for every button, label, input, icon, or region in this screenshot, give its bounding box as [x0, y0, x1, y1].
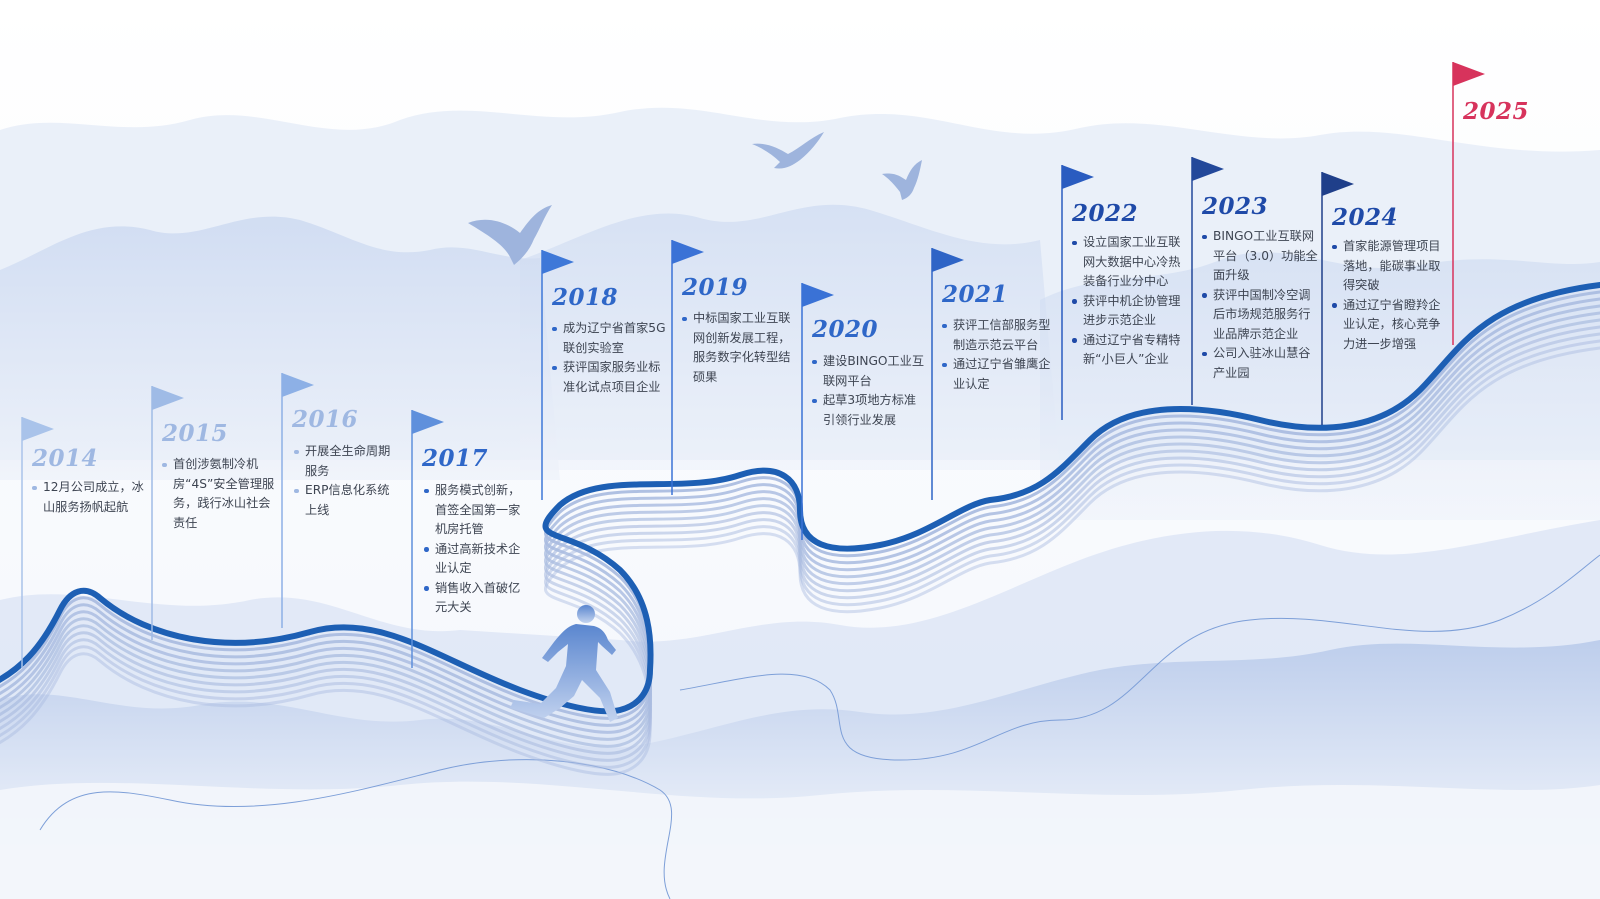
bird-icon — [468, 205, 552, 265]
milestone-events: 设立国家工业互联网大数据中心冷热装备行业分中心获评中机企协管理进步示范企业通过辽… — [1072, 233, 1190, 370]
event-item: 获评国家服务业标准化试点项目企业 — [552, 358, 668, 397]
milestone-poles — [21, 62, 1485, 668]
milestone-year: 2021 — [942, 281, 1009, 308]
event-item: 中标国家工业互联网创新发展工程，服务数字化转型结硕果 — [682, 309, 798, 387]
event-item: 获评工信部服务型制造示范云平台 — [942, 316, 1060, 355]
milestone-events: BINGO工业互联网平台（3.0）功能全面升级获评中国制冷空调后市场规范服务行业… — [1202, 227, 1320, 383]
milestone-year: 2020 — [812, 316, 879, 343]
milestone-year: 2023 — [1202, 193, 1269, 220]
road-stripe — [0, 304, 1600, 734]
contour-line — [39, 759, 672, 899]
milestone-year: 2014 — [32, 445, 99, 472]
mid-mountains-center — [520, 204, 1060, 470]
road-stripe — [0, 325, 1600, 755]
flag-icon — [1192, 157, 1224, 181]
event-item: 首创涉氨制冷机房“4S”安全管理服务，践行冰山社会责任 — [162, 455, 278, 533]
flag-icon — [802, 283, 834, 307]
event-item: 通过辽宁省瞪羚企业认定，核心竞争力进一步增强 — [1332, 296, 1448, 355]
mid-mountains-left — [0, 216, 560, 480]
milestone-year: 2015 — [162, 420, 229, 447]
mid-mountains-right — [1040, 252, 1600, 521]
flag-icon — [152, 386, 184, 410]
event-item: 设立国家工业互联网大数据中心冷热装备行业分中心 — [1072, 233, 1190, 292]
milestone-year: 2024 — [1332, 204, 1399, 231]
road-top-edge — [0, 282, 1600, 715]
flag-icon — [542, 250, 574, 274]
road-stripe — [0, 332, 1600, 762]
runner-icon — [510, 605, 618, 722]
road-stripe — [0, 290, 1600, 720]
contour-line — [679, 554, 1600, 761]
bird-icon — [882, 160, 922, 200]
ribbon-road — [0, 282, 1600, 776]
event-item: 成为辽宁省首家5G联创实验室 — [552, 319, 668, 358]
event-item: ERP信息化系统上线 — [294, 481, 398, 520]
event-item: 开展全生命周期服务 — [294, 442, 398, 481]
flag-icon — [22, 417, 54, 441]
event-item: 通过高新技术企业认定 — [424, 540, 526, 579]
milestone-year: 2016 — [292, 406, 359, 433]
event-item: 获评中国制冷空调后市场规范服务行业品牌示范企业 — [1202, 286, 1320, 345]
event-item: 通过辽宁省专精特新“小巨人”企业 — [1072, 331, 1190, 370]
milestone-events: 中标国家工业互联网创新发展工程，服务数字化转型结硕果 — [682, 309, 798, 387]
flag-icon — [1062, 165, 1094, 189]
event-item: 服务模式创新，首签全国第一家机房托管 — [424, 481, 526, 540]
milestone-events: 首创涉氨制冷机房“4S”安全管理服务，践行冰山社会责任 — [162, 455, 278, 533]
milestone-year: 2022 — [1072, 200, 1139, 227]
flag-icon — [672, 240, 704, 264]
event-item: 首家能源管理项目落地，能碳事业取得突破 — [1332, 237, 1448, 296]
milestone-year: 2025 — [1463, 98, 1530, 125]
event-item: 公司入驻冰山慧谷产业园 — [1202, 344, 1320, 383]
milestone-year: 2019 — [682, 274, 749, 301]
milestone-year: 2017 — [422, 445, 489, 472]
milestone-events: 获评工信部服务型制造示范云平台通过辽宁省雏鹰企业认定 — [942, 316, 1060, 394]
event-item: 起草3项地方标准引领行业发展 — [812, 391, 928, 430]
milestone-year: 2018 — [552, 284, 619, 311]
event-item: 12月公司成立，冰山服务扬帆起航 — [32, 478, 144, 517]
milestone-events: 服务模式创新，首签全国第一家机房托管通过高新技术企业认定销售收入首破亿元大关 — [424, 481, 526, 618]
event-item: 通过辽宁省雏鹰企业认定 — [942, 355, 1060, 394]
milestone-events: 建设BINGO工业互联网平台起草3项地方标准引领行业发展 — [812, 352, 928, 430]
road-stripe — [0, 318, 1600, 748]
road-stripe — [0, 297, 1600, 727]
road-stripe — [0, 311, 1600, 741]
road-stripe — [0, 339, 1600, 769]
flag-icon — [282, 373, 314, 397]
bird-icon — [752, 132, 824, 169]
milestone-events: 12月公司成立，冰山服务扬帆起航 — [32, 478, 144, 517]
flag-icon — [932, 248, 964, 272]
flag-icon — [1322, 172, 1354, 196]
event-item: 获评中机企协管理进步示范企业 — [1072, 292, 1190, 331]
milestone-events: 首家能源管理项目落地，能碳事业取得突破通过辽宁省瞪羚企业认定，核心竞争力进一步增… — [1332, 237, 1448, 354]
flag-icon — [412, 410, 444, 434]
flag-icon — [1453, 62, 1485, 86]
event-item: 建设BINGO工业互联网平台 — [812, 352, 928, 391]
event-item: BINGO工业互联网平台（3.0）功能全面升级 — [1202, 227, 1320, 286]
milestone-events: 成为辽宁省首家5G联创实验室获评国家服务业标准化试点项目企业 — [552, 319, 668, 397]
ground-mist — [0, 781, 1600, 899]
event-item: 销售收入首破亿元大关 — [424, 579, 526, 618]
